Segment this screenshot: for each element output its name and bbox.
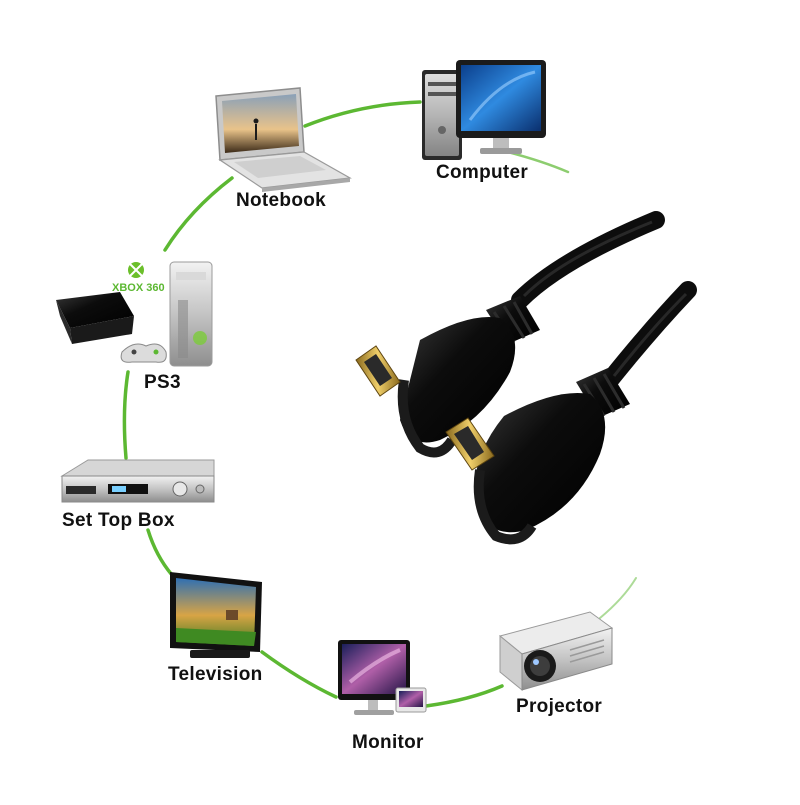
computer-label: Computer xyxy=(436,162,529,183)
game-console-icon xyxy=(56,261,213,367)
monitor-icon xyxy=(338,640,427,715)
notebook-label: Notebook xyxy=(236,190,327,211)
ring-segment-notebook-ps3 xyxy=(163,176,234,252)
xbox-360-text: XBOX 360 xyxy=(112,282,165,294)
micro-hdmi-cable-image xyxy=(355,211,697,545)
ring-segment-television-monitor xyxy=(260,650,338,699)
laptop-icon xyxy=(215,87,352,192)
desktop-computer-icon xyxy=(422,60,546,160)
ring-segment-projector-right xyxy=(599,577,637,619)
ring-segment-ps3-settopbox xyxy=(122,370,130,460)
set-top-box-icon xyxy=(60,459,215,503)
upper-strain-relief xyxy=(486,296,540,344)
lower-gold-plug xyxy=(445,417,495,471)
projector-label: Projector xyxy=(516,696,603,717)
xbox-logo-icon xyxy=(128,262,144,278)
ring-segment-settopbox-television xyxy=(146,528,174,577)
set-top-box-label: Set Top Box xyxy=(62,510,175,531)
upper-gold-plug xyxy=(355,345,401,397)
ring-segment-notebook-computer xyxy=(303,100,422,128)
ring-segment-monitor-projector xyxy=(424,684,504,708)
monitor-label: Monitor xyxy=(352,732,424,753)
ps3-label: PS3 xyxy=(144,372,181,393)
television-label: Television xyxy=(168,664,263,685)
television-icon xyxy=(170,572,262,658)
projector-icon xyxy=(498,611,614,692)
